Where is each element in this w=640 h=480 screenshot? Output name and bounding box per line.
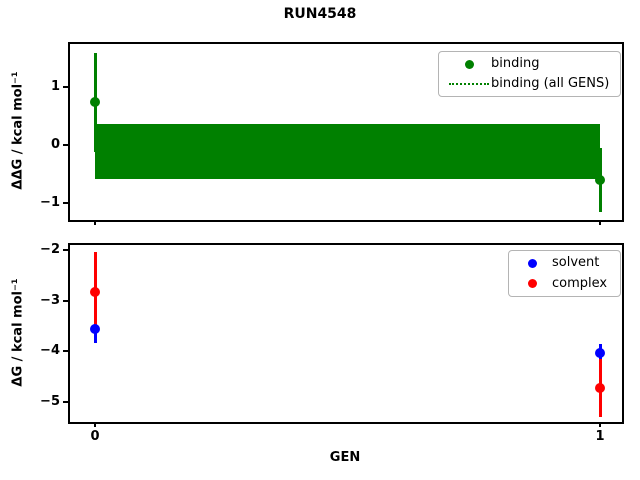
complex-point-gen0 bbox=[90, 286, 100, 297]
top-legend: binding binding (all GENS) bbox=[438, 51, 621, 97]
top-axes bbox=[68, 42, 624, 222]
xtick-mark-gen1-axes0 bbox=[599, 220, 601, 225]
solvent-dot-icon bbox=[517, 258, 547, 268]
ytick-label--2: −2 bbox=[40, 242, 60, 258]
bottom-y-axis-label: ΔG / kcal mol⁻¹ bbox=[10, 278, 26, 387]
figure-title: RUN4548 bbox=[283, 6, 357, 22]
legend-entry-complex: complex bbox=[517, 274, 612, 295]
ytick-mark--3 bbox=[63, 299, 68, 302]
x-axis-label: GEN bbox=[329, 450, 361, 465]
ytick-label--1: −1 bbox=[40, 195, 60, 211]
xtick-label-gen0: 0 bbox=[90, 429, 100, 444]
ytick-mark--4 bbox=[63, 350, 68, 353]
xtick-mark-gen0-axes1 bbox=[94, 422, 96, 427]
solvent-point-gen1 bbox=[595, 347, 605, 358]
ytick-label-0: 0 bbox=[50, 137, 60, 153]
ytick-label-1: 1 bbox=[50, 79, 60, 95]
top-y-axis-label: ΔΔG / kcal mol⁻¹ bbox=[10, 71, 26, 190]
dotted-line-icon bbox=[447, 83, 491, 85]
legend-entry-binding: binding bbox=[447, 54, 612, 74]
ytick-label--5: −5 bbox=[40, 393, 60, 409]
ytick-mark--5 bbox=[63, 400, 68, 403]
complex-dot-icon bbox=[517, 279, 547, 289]
complex-point-gen1 bbox=[595, 383, 605, 394]
uncertainty-band-binding-all-gens- bbox=[95, 123, 600, 180]
legend-entry-solvent: solvent bbox=[517, 253, 612, 274]
ytick-mark-0 bbox=[63, 144, 68, 147]
xtick-mark-gen0-axes0 bbox=[94, 220, 96, 225]
binding-point-gen0 bbox=[90, 97, 100, 108]
legend-label-solvent: solvent bbox=[552, 255, 600, 271]
xtick-mark-gen1-axes1 bbox=[599, 422, 601, 427]
bottom-axes bbox=[68, 243, 624, 424]
legend-label-binding: binding bbox=[491, 56, 540, 71]
legend-entry-binding-all-gens: binding (all GENS) bbox=[447, 74, 612, 94]
ytick-mark-1 bbox=[63, 86, 68, 89]
bottom-legend: solvent complex bbox=[508, 250, 621, 297]
ytick-mark--1 bbox=[63, 202, 68, 205]
binding-dot-icon bbox=[447, 59, 491, 69]
ytick-label--3: −3 bbox=[40, 292, 60, 308]
binding-point-gen1 bbox=[595, 174, 605, 185]
legend-label-complex: complex bbox=[552, 275, 608, 291]
solvent-point-gen0 bbox=[90, 323, 100, 334]
xtick-label-gen1: 1 bbox=[595, 429, 605, 444]
ytick-mark--2 bbox=[63, 249, 68, 252]
ytick-label--4: −4 bbox=[40, 343, 60, 359]
legend-label-binding-all-gens: binding (all GENS) bbox=[491, 76, 610, 91]
